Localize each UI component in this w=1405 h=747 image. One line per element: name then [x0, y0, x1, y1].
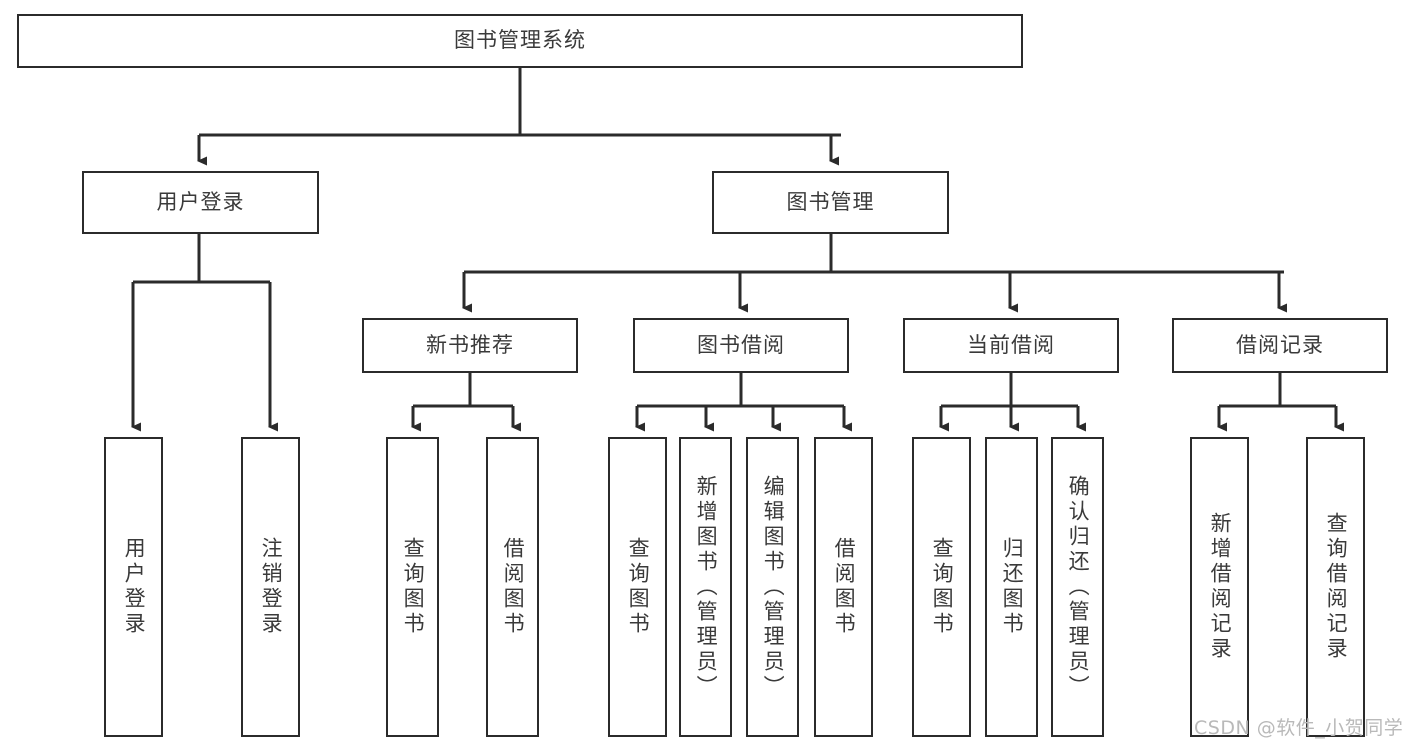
csdn-watermark: CSDN @软件_小贺同学 — [1194, 717, 1404, 739]
node-book-manage-label: 图书管理 — [786, 189, 875, 214]
node-current-borrow-label: 当前借阅 — [967, 332, 1055, 357]
leaf-edit-book[interactable]: 编辑图书（管理员） — [746, 437, 799, 737]
node-book-borrow-label: 图书借阅 — [697, 332, 785, 357]
node-new-book-recommend[interactable]: 新书推荐 — [362, 318, 578, 373]
leaf-query-book-current-label: 查询图书 — [930, 537, 955, 637]
leaf-confirm-return[interactable]: 确认归还（管理员） — [1051, 437, 1104, 737]
leaf-user-login-label: 用户登录 — [122, 537, 147, 637]
leaf-query-book-borrow[interactable]: 查询图书 — [608, 437, 667, 737]
leaf-borrow-book-recommend-label: 借阅图书 — [501, 537, 526, 637]
leaf-logout[interactable]: 注销登录 — [241, 437, 300, 737]
leaf-borrow-book-label: 借阅图书 — [832, 537, 857, 637]
leaf-query-book-borrow-label: 查询图书 — [626, 537, 651, 637]
leaf-add-book[interactable]: 新增图书（管理员） — [679, 437, 732, 737]
leaf-query-borrow-record[interactable]: 查询借阅记录 — [1306, 437, 1365, 737]
node-borrow-record[interactable]: 借阅记录 — [1172, 318, 1388, 373]
leaf-add-borrow-record-label: 新增借阅记录 — [1208, 512, 1233, 662]
leaf-confirm-return-label: 确认归还（管理员） — [1066, 474, 1091, 700]
node-borrow-record-label: 借阅记录 — [1236, 332, 1324, 357]
leaf-return-book[interactable]: 归还图书 — [985, 437, 1038, 737]
leaf-query-book-current[interactable]: 查询图书 — [912, 437, 971, 737]
leaf-edit-book-label: 编辑图书（管理员） — [761, 474, 786, 700]
node-root[interactable]: 图书管理系统 — [17, 14, 1023, 68]
node-root-label: 图书管理系统 — [454, 28, 586, 53]
leaf-borrow-book[interactable]: 借阅图书 — [814, 437, 873, 737]
leaf-add-borrow-record[interactable]: 新增借阅记录 — [1190, 437, 1249, 737]
leaf-user-login[interactable]: 用户登录 — [104, 437, 163, 737]
leaf-add-book-label: 新增图书（管理员） — [694, 474, 719, 700]
node-book-manage[interactable]: 图书管理 — [712, 171, 949, 234]
leaf-return-book-label: 归还图书 — [1000, 537, 1025, 637]
node-current-borrow[interactable]: 当前借阅 — [903, 318, 1119, 373]
node-book-borrow[interactable]: 图书借阅 — [633, 318, 849, 373]
node-user-login[interactable]: 用户登录 — [82, 171, 319, 234]
leaf-borrow-book-recommend[interactable]: 借阅图书 — [486, 437, 539, 737]
leaf-query-book-recommend-label: 查询图书 — [401, 537, 426, 637]
node-user-login-label: 用户登录 — [156, 189, 245, 214]
node-new-book-recommend-label: 新书推荐 — [426, 332, 514, 357]
leaf-logout-label: 注销登录 — [259, 537, 284, 637]
leaf-query-borrow-record-label: 查询借阅记录 — [1324, 512, 1349, 662]
leaf-query-book-recommend[interactable]: 查询图书 — [386, 437, 439, 737]
